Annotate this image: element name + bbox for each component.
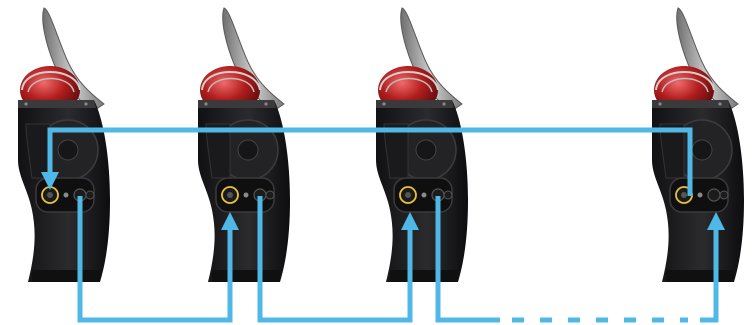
device-unit-4	[652, 8, 744, 282]
device-unit-1	[18, 8, 110, 282]
device-unit-2	[198, 8, 290, 282]
cable-unit4-to-unit1	[50, 130, 690, 196]
device-unit-3	[376, 8, 468, 282]
